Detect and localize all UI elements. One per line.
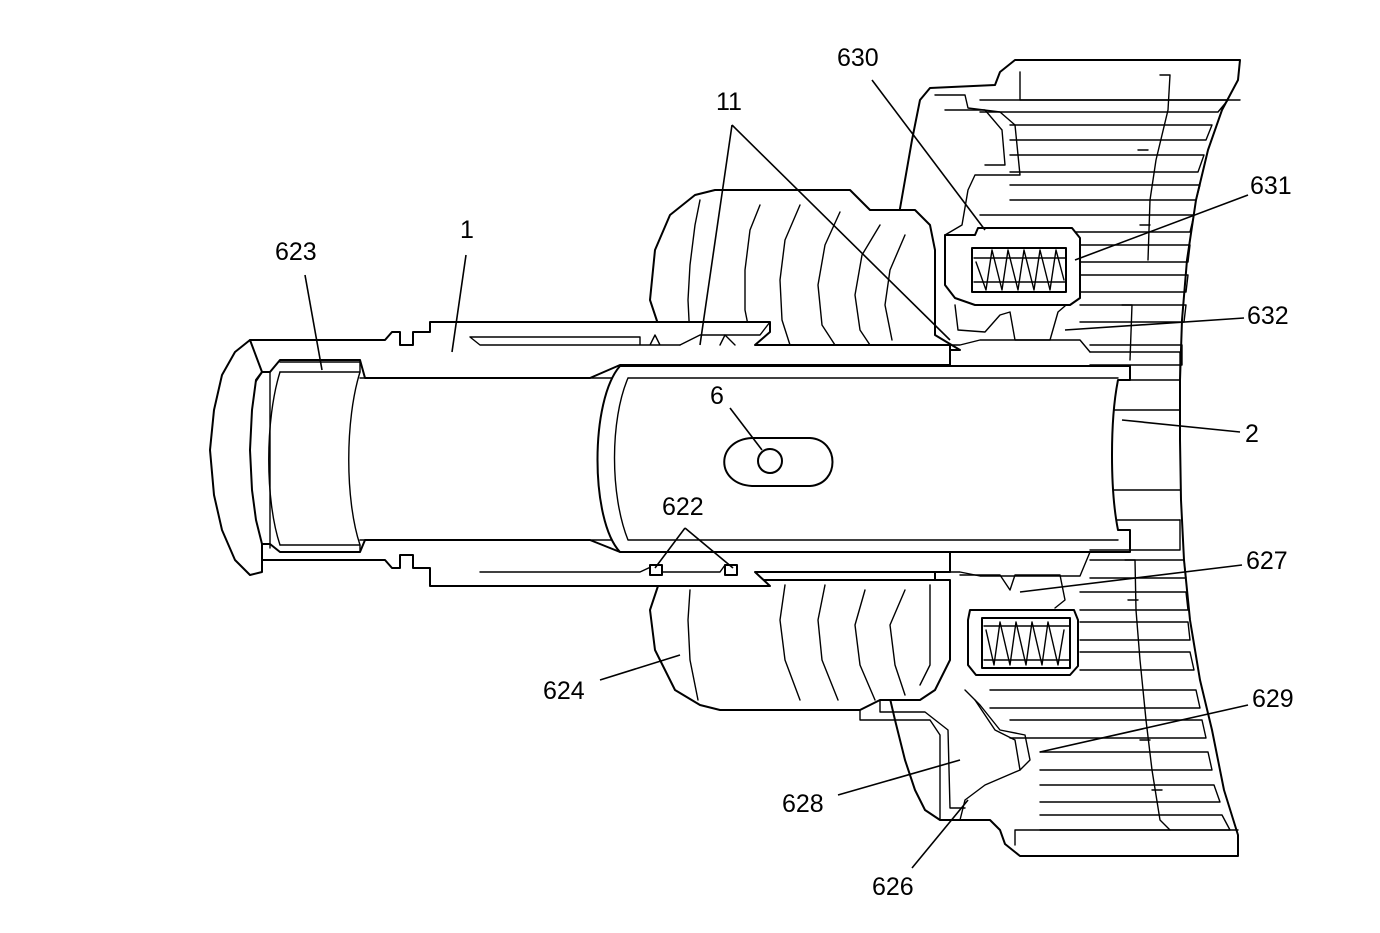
callout-631: 631: [1250, 172, 1292, 200]
callout-1: 1: [460, 216, 474, 244]
callout-632: 632: [1247, 302, 1289, 330]
clutch-housing-support: [649, 189, 966, 821]
callout-6: 6: [710, 382, 724, 410]
inner-shaft: [596, 339, 1181, 577]
callout-629: 629: [1252, 685, 1294, 713]
callout-11: 11: [716, 88, 742, 116]
piston-and-springs: [934, 94, 1081, 821]
callout-2: 2: [1245, 420, 1259, 448]
callout-628: 628: [782, 790, 824, 818]
callout-622: 622: [662, 493, 704, 521]
callout-627: 627: [1246, 547, 1288, 575]
callout-labels: 630 11 631 1 623 632 6 2 622 627 624 629…: [275, 44, 1294, 901]
input-shaft: [209, 321, 951, 587]
callout-624: 624: [543, 677, 585, 705]
callout-623: 623: [275, 238, 317, 266]
callout-626: 626: [872, 873, 914, 901]
leader-lines: [304, 79, 1249, 869]
return-spring-lower: [985, 621, 1065, 666]
return-spring-upper: [975, 249, 1065, 291]
callout-630: 630: [837, 44, 879, 72]
oil-feed-hole: [757, 448, 783, 474]
